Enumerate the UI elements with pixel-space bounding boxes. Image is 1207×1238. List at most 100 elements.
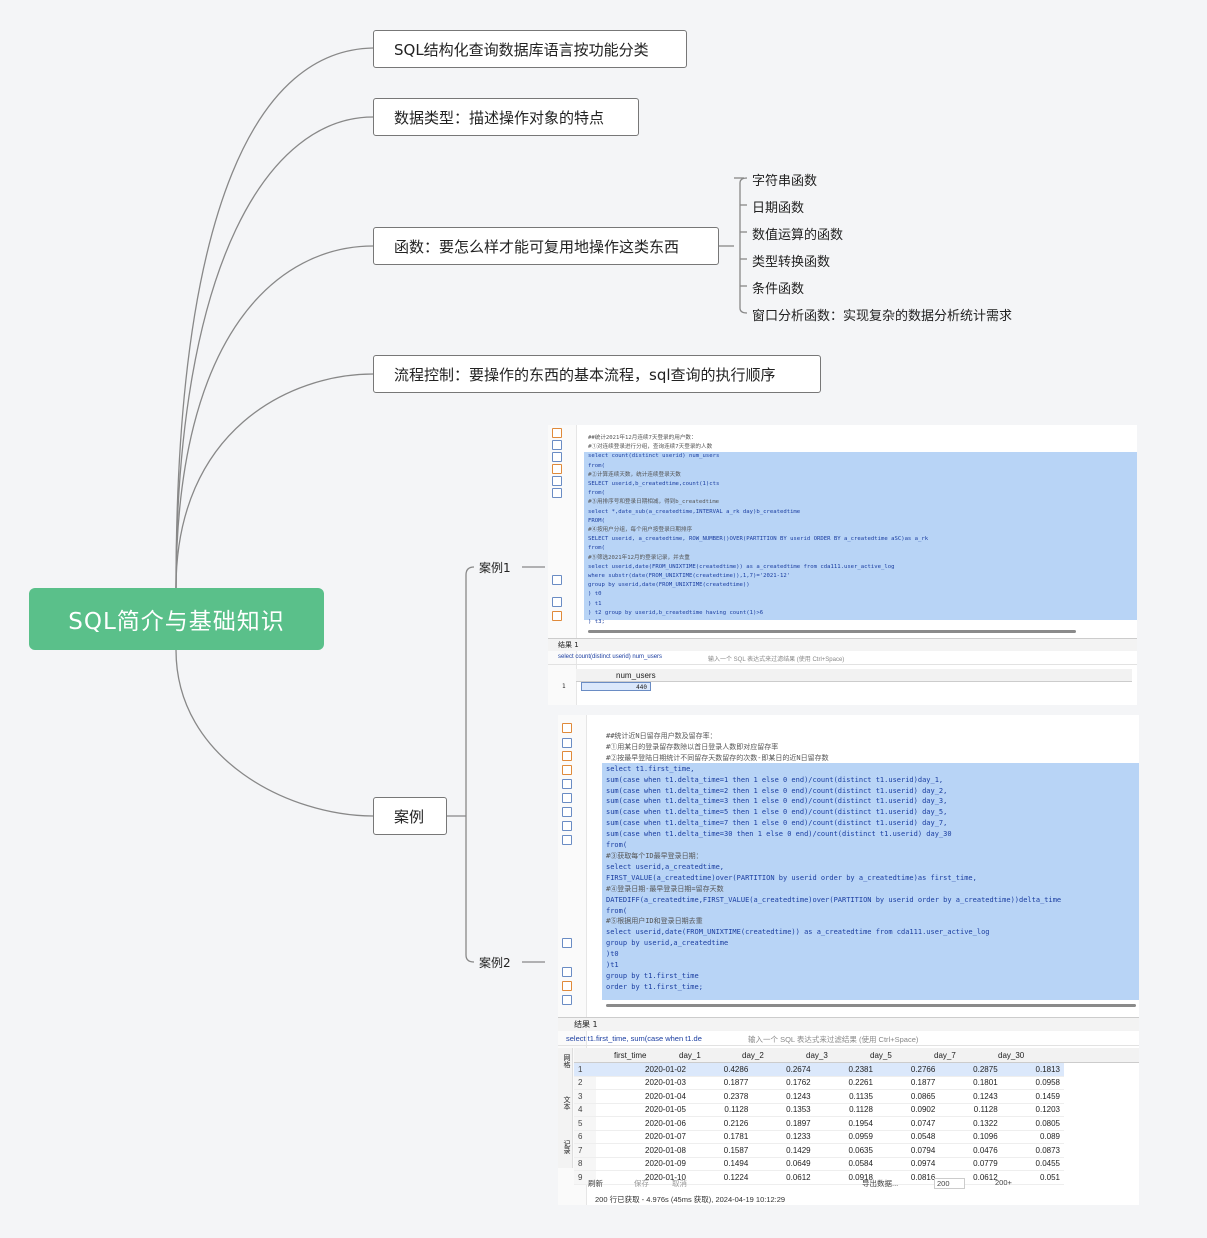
table-cell[interactable]: 0.089 <box>1001 1130 1064 1144</box>
table-cell[interactable]: 0.1429 <box>752 1143 815 1158</box>
refresh-button[interactable]: 刷新 <box>588 1179 603 1188</box>
table-cell[interactable]: 0.1128 <box>814 1103 877 1117</box>
table-cell[interactable]: 0.051 <box>1001 1170 1064 1185</box>
filter-hint[interactable]: 输入一个 SQL 表达式来过滤结果 (使用 Ctrl+Space) <box>748 1035 919 1044</box>
table-cell[interactable]: 0.2261 <box>814 1076 877 1090</box>
record-view-tab[interactable]: 记录 <box>563 1140 570 1154</box>
table-cell[interactable]: 2020-01-05 <box>596 1103 690 1117</box>
grid-view-tab[interactable]: 网格 <box>563 1054 570 1068</box>
result-cell[interactable]: 440 <box>581 682 651 691</box>
table-cell[interactable]: 0.1954 <box>814 1116 877 1131</box>
cancel-button[interactable]: 取消 <box>672 1179 687 1188</box>
table-cell[interactable]: 0.1128 <box>939 1103 1002 1117</box>
table-cell[interactable]: 0.0584 <box>814 1157 877 1171</box>
table-cell[interactable]: 0.1135 <box>814 1089 877 1104</box>
column-header-day_3[interactable]: day_3 <box>806 1051 828 1060</box>
table-cell[interactable]: 2020-01-07 <box>596 1130 690 1144</box>
case2-result-header: first_time day_1 day_2 day_3 day_5 day_7 day_3… <box>574 1048 1139 1063</box>
table-cell[interactable]: 0.2126 <box>689 1116 753 1131</box>
table-cell[interactable]: 2020-01-06 <box>596 1116 690 1131</box>
table-cell[interactable]: 0.1762 <box>752 1076 815 1090</box>
horizontal-scrollbar[interactable] <box>588 630 1076 633</box>
table-cell[interactable]: 0.1877 <box>689 1076 753 1090</box>
column-header[interactable]: num_users <box>616 671 656 680</box>
table-cell[interactable]: 0.0649 <box>752 1157 815 1171</box>
table-cell[interactable]: 0.1322 <box>939 1116 1002 1131</box>
table-cell[interactable]: 0.0612 <box>752 1170 815 1185</box>
fetch-size-input[interactable]: 200 <box>934 1178 965 1189</box>
table-cell[interactable]: 0.1494 <box>689 1157 753 1171</box>
table-cell[interactable]: 2020-01-09 <box>596 1157 690 1171</box>
table-cell[interactable]: 0.0873 <box>1001 1143 1064 1158</box>
table-cell[interactable]: 0.0918 <box>814 1170 877 1185</box>
code-line: select userid,date(FROM_UNIXTIME(created… <box>606 928 990 937</box>
table-cell[interactable]: 2020-01-02 <box>596 1063 690 1077</box>
fetch-more-button[interactable]: 200+ <box>995 1178 1012 1187</box>
table-cell[interactable]: 0.0902 <box>876 1103 940 1117</box>
table-cell[interactable]: 0.0805 <box>1001 1116 1064 1131</box>
table-cell[interactable]: 0.1813 <box>1001 1063 1064 1077</box>
table-cell[interactable]: 0.1801 <box>939 1076 1002 1090</box>
table-cell[interactable]: 2020-01-04 <box>596 1089 690 1104</box>
table-cell[interactable]: 0.1096 <box>939 1130 1002 1144</box>
branch-flow-control: 流程控制：要操作的东西的基本流程，sql查询的执行顺序 <box>373 355 821 393</box>
table-cell[interactable]: 0.0865 <box>876 1089 940 1104</box>
table-cell[interactable]: 0.0779 <box>939 1157 1002 1171</box>
column-header-day_1[interactable]: day_1 <box>679 1051 701 1060</box>
table-cell[interactable]: 0.0794 <box>876 1143 940 1158</box>
table-cell[interactable]: 0.0476 <box>939 1143 1002 1158</box>
table-cell[interactable]: 0.0974 <box>876 1157 940 1171</box>
table-cell[interactable]: 2020-01-10 <box>596 1170 690 1185</box>
table-cell[interactable]: 0.1587 <box>689 1143 753 1158</box>
table-cell[interactable]: 0.2766 <box>876 1063 940 1077</box>
table-cell[interactable]: 0.0958 <box>1001 1076 1064 1090</box>
export-button[interactable]: 导出数据... <box>862 1179 899 1188</box>
table-cell[interactable]: 0.1233 <box>752 1130 815 1144</box>
table-cell[interactable]: 0.1353 <box>752 1103 815 1117</box>
table-cell[interactable]: 0.1128 <box>689 1103 753 1117</box>
table-cell[interactable]: 0.1459 <box>1001 1089 1064 1104</box>
table-cell[interactable]: 0.1243 <box>939 1089 1002 1104</box>
horizontal-scrollbar[interactable] <box>606 1004 1136 1007</box>
result-tab[interactable]: 结果 1 <box>558 641 579 649</box>
column-header-day_5[interactable]: day_5 <box>870 1051 892 1060</box>
result-tab[interactable]: 结果 1 <box>574 1020 598 1029</box>
table-cell[interactable]: 0.4286 <box>689 1063 753 1077</box>
table-cell[interactable]: 0.2378 <box>689 1089 753 1104</box>
text-view-tab[interactable]: 文本 <box>563 1096 570 1110</box>
table-cell[interactable]: 0.0635 <box>814 1143 877 1158</box>
filter-hint[interactable]: 输入一个 SQL 表达式来过滤结果 (使用 Ctrl+Space) <box>708 657 845 663</box>
table-cell[interactable]: 0.2381 <box>814 1063 877 1077</box>
table-cell[interactable]: 0.0747 <box>876 1116 940 1131</box>
table-cell[interactable]: 0.2875 <box>939 1063 1002 1077</box>
code-line: sum(case when t1.delta_time=7 then 1 els… <box>606 819 948 828</box>
table-cell[interactable]: 0.1243 <box>752 1089 815 1104</box>
leaf-numeric-functions: 数值运算的函数 <box>752 228 844 243</box>
table-cell[interactable]: 2020-01-08 <box>596 1143 690 1158</box>
column-header-day_7[interactable]: day_7 <box>934 1051 956 1060</box>
table-cell[interactable]: 2020-01-03 <box>596 1076 690 1090</box>
table-cell[interactable]: 0.0816 <box>876 1170 940 1185</box>
table-cell[interactable]: 0.0959 <box>814 1130 877 1144</box>
table-cell[interactable]: 0.1877 <box>876 1076 940 1090</box>
table-cell[interactable]: 0.0455 <box>1001 1157 1064 1171</box>
column-header-day_2[interactable]: day_2 <box>742 1051 764 1060</box>
table-cell[interactable]: 0.1224 <box>689 1170 753 1185</box>
table-cell[interactable]: 0.1781 <box>689 1130 753 1144</box>
save-button[interactable]: 保存 <box>634 1179 649 1188</box>
table-cell[interactable]: 0.2674 <box>752 1063 815 1077</box>
table-cell[interactable]: 0.0548 <box>876 1130 940 1144</box>
column-header-first_time[interactable]: first_time <box>614 1051 647 1060</box>
table-cell[interactable]: 0.1897 <box>752 1116 815 1131</box>
table-cell[interactable]: 0.1203 <box>1001 1103 1064 1117</box>
column-header-day_30[interactable]: day_30 <box>998 1051 1025 1060</box>
